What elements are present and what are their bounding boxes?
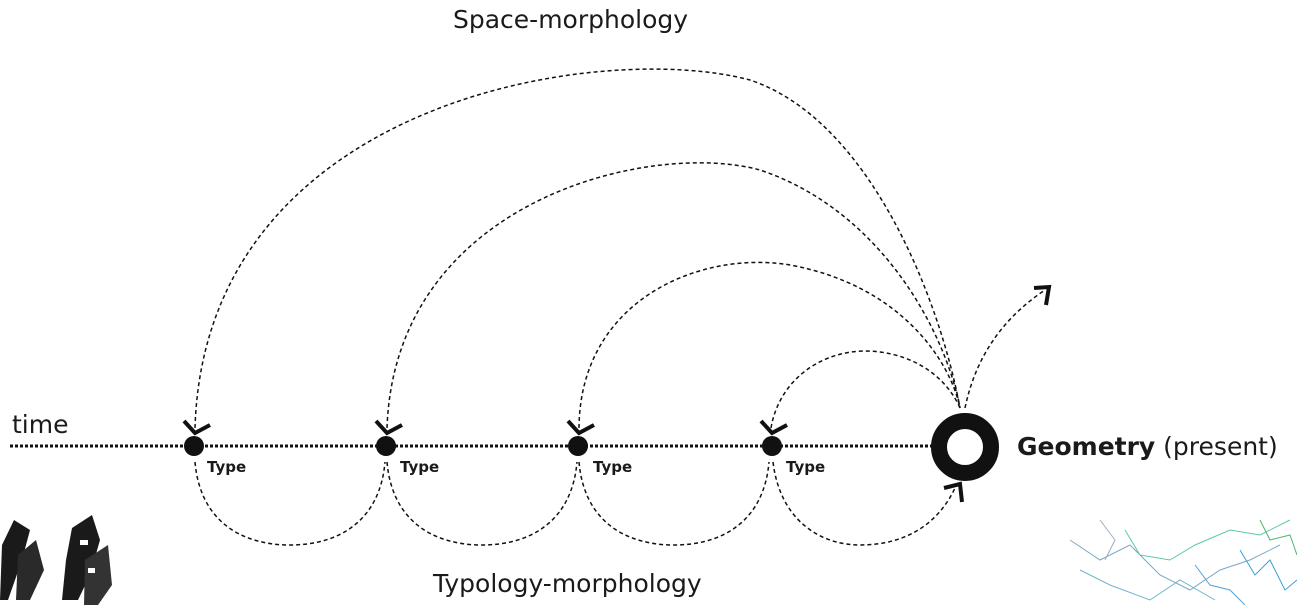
typology-morphology-label: Typology-morphology (433, 569, 702, 598)
geometry-present-label: Geometry (present) (1017, 432, 1278, 461)
space-morphology-label: Space-morphology (453, 5, 689, 34)
type-node-4 (762, 436, 782, 456)
type-label-1: Type (207, 458, 247, 476)
arrowhead-present (943, 481, 964, 503)
network-map-thumbnail (1069, 519, 1297, 605)
future-arc (964, 289, 1046, 409)
lower-arc-4 (772, 461, 956, 546)
type-node-1 (184, 436, 204, 456)
arrowhead-4 (759, 419, 788, 436)
geometry-node (931, 413, 999, 481)
time-axis-label: time (12, 410, 69, 439)
type-label-3: Type (593, 458, 633, 476)
present-label: (present) (1155, 432, 1278, 461)
geometry-label: Geometry (1017, 432, 1156, 461)
arrowhead-future (1033, 284, 1052, 306)
upper-arc-2 (386, 162, 961, 429)
type-node-2 (376, 436, 396, 456)
type-label-4: Type (786, 458, 826, 476)
lower-arc-1 (194, 461, 386, 546)
upper-arc-3 (578, 261, 961, 429)
arrowhead-3 (566, 419, 595, 436)
arrowhead-2 (374, 419, 403, 436)
lower-arc-2 (386, 461, 578, 546)
upper-arc-1 (194, 68, 961, 429)
historical-map-thumbnail (0, 508, 150, 605)
upper-arc-4 (770, 350, 961, 429)
lower-arc-3 (578, 461, 770, 546)
type-label-2: Type (400, 458, 440, 476)
type-node-3 (568, 436, 588, 456)
arrowhead-1 (182, 419, 211, 436)
